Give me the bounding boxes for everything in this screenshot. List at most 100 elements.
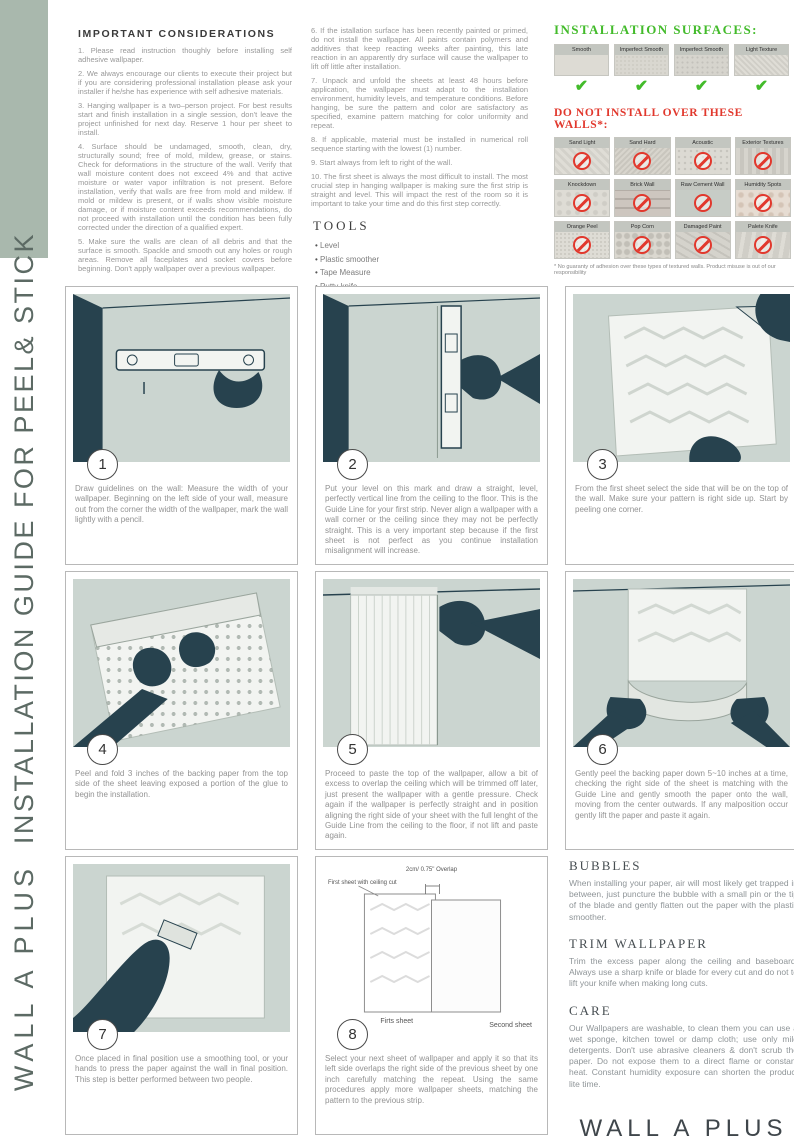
tools-heading: TOOLS [313, 218, 370, 233]
level-horizontal-drawing [73, 294, 290, 462]
surface-label: Smooth [555, 45, 608, 55]
note-item: 8. If applicable, material must be insta… [311, 135, 528, 153]
step-3-illustration [573, 294, 790, 462]
sidebar-vertical-title: INSTALLATION GUIDE FOR PEEL& STICK [0, 232, 48, 844]
surface-label: Imperfect Smooth [675, 45, 728, 55]
check-icon: ✔ [574, 78, 589, 95]
texture-swatch [735, 232, 790, 259]
wall-type-label: Palete Knife [735, 222, 790, 233]
step-5-illustration [323, 579, 540, 747]
forbidden-wall-tile: Humidity Spots [734, 179, 791, 218]
texture-swatch [675, 148, 730, 175]
second-sheet-label: Second sheet [489, 1022, 532, 1029]
no-entry-icon [753, 152, 772, 171]
overlap-diagram [358, 884, 502, 1013]
forbidden-wall-tile: Knockdown [554, 179, 611, 218]
texture-swatch [555, 148, 610, 175]
texture-swatch [615, 55, 668, 75]
step-card-6: 6 Gently peel the backing paper down 5~1… [565, 571, 794, 850]
check-icon: ✔ [694, 78, 709, 95]
wall-type-label: Knockdown [555, 180, 610, 191]
step-caption: Proceed to paste the top of the wallpape… [325, 769, 538, 841]
wall-type-label: Pop Corn [615, 222, 670, 233]
wall-type-label: Humidity Spots [735, 180, 790, 191]
surface-swatch: Imperfect Smooth [614, 44, 669, 76]
step-number: 5 [348, 741, 357, 758]
surface-swatch: Smooth [554, 44, 609, 76]
step-card-5: 5 Proceed to paste the top of the wallpa… [315, 571, 548, 850]
peel-corner-drawing [607, 294, 790, 462]
no-entry-icon [693, 236, 712, 255]
texture-swatch [555, 232, 610, 259]
step-number: 7 [98, 1026, 107, 1043]
step-card-2: 2 Put your level on this mark and draw a… [315, 286, 548, 565]
wall-type-label: Sand Hard [615, 138, 670, 149]
considerations-column: IMPORTANT CONSIDERATIONS 1. Please read … [78, 28, 292, 278]
vertical-title-text: INSTALLATION GUIDE FOR PEEL& STICK [8, 231, 39, 845]
surface-swatch: Imperfect Smooth [674, 44, 729, 76]
surface-tile: Smooth ✔ [554, 44, 609, 96]
step-caption: Select your next sheet of wallpaper and … [325, 1054, 538, 1105]
texture-swatch [735, 148, 790, 175]
wall-type-label: Brick Wall [615, 180, 670, 191]
tool-item: Plastic smoother [315, 253, 528, 267]
footer-brand-block: WALL A PLUS DIGITAL PRINT WALLCOVERINGS [569, 1115, 794, 1144]
overlap-label: 2cm/ 0.75" Overlap [405, 867, 458, 873]
step-2-illustration [323, 294, 540, 462]
surfaces-row: Smooth ✔ Imperfect Smooth ✔ Imperfect Sm… [554, 44, 791, 96]
care-heading: CARE [569, 1002, 612, 1018]
step-number-badge: 7 [87, 1019, 118, 1050]
first-sheet-label: Firts sheet [380, 1018, 414, 1025]
texture-swatch [675, 190, 730, 217]
step-number-badge: 5 [337, 734, 368, 765]
texture-swatch [615, 190, 670, 217]
surface-tile: Imperfect Smooth ✔ [614, 44, 669, 96]
forbidden-wall-tile: Palete Knife [734, 221, 791, 260]
surfaces-column: INSTALLATION SURFACES: Smooth ✔ Imperfec… [554, 22, 791, 276]
disclaimer-footnote: * No guaranty of adhesion over these typ… [554, 264, 776, 277]
tool-item: Tape Measure [315, 266, 528, 280]
no-entry-icon [573, 194, 592, 213]
step-number-badge: 4 [87, 734, 118, 765]
step-number-badge: 6 [587, 734, 618, 765]
no-entry-icon [753, 194, 772, 213]
forbidden-wall-tile: Raw Cement Wall [674, 179, 731, 218]
step-number-badge: 1 [87, 449, 118, 480]
note-item: 6. If the istallation surface has been r… [311, 26, 528, 71]
check-icon: ✔ [754, 78, 769, 95]
step-8-illustration: 2cm/ 0.75" Overlap First sheet with ceil… [323, 864, 540, 1032]
texture-swatch [675, 55, 728, 75]
no-entry-icon [633, 236, 652, 255]
do-not-install-heading: DO NOT INSTALL OVER THESE WALLS*: [554, 107, 743, 132]
consideration-item: 3. Hanging wallpaper is a two–person pro… [78, 101, 292, 137]
surface-label: Imperfect Smooth [615, 45, 668, 55]
step-6-illustration [573, 579, 790, 747]
step-caption: Gently peel the backing paper down 5~10 … [575, 769, 788, 820]
step-4-illustration [73, 579, 290, 747]
step-number: 1 [98, 456, 107, 473]
sidebar-color-block [0, 0, 48, 258]
note-item: 7. Unpack and unfold the sheets at least… [311, 76, 528, 130]
step-card-8: 2cm/ 0.75" Overlap First sheet with ceil… [315, 856, 548, 1135]
wall-type-label: Damaged Paint [675, 222, 730, 233]
no-entry-icon [693, 194, 712, 213]
wall-type-label: Sand Light [555, 138, 610, 149]
texture-swatch [735, 190, 790, 217]
step-7-illustration [73, 864, 290, 1032]
step-1-illustration [73, 294, 290, 462]
steps-grid: 1 Draw guidelines on the wall: Measure t… [65, 286, 794, 1142]
wall-type-label: Acoustic [675, 138, 730, 149]
step-number: 4 [98, 741, 107, 758]
forbidden-wall-tile: Damaged Paint [674, 221, 731, 260]
vertical-brand-text: WALL A PLUS [8, 864, 39, 1092]
no-entry-icon [573, 236, 592, 255]
wall-type-label: Exterior Textures [735, 138, 790, 149]
texture-swatch [615, 232, 670, 259]
forbidden-wall-tile: Sand Hard [614, 137, 671, 176]
forbidden-wall-tile: Acoustic [674, 137, 731, 176]
step-card-1: 1 Draw guidelines on the wall: Measure t… [65, 286, 298, 565]
no-entry-icon [573, 152, 592, 171]
forbidden-wall-tile: Exterior Textures [734, 137, 791, 176]
no-entry-icon [633, 152, 652, 171]
step-number: 6 [598, 741, 607, 758]
